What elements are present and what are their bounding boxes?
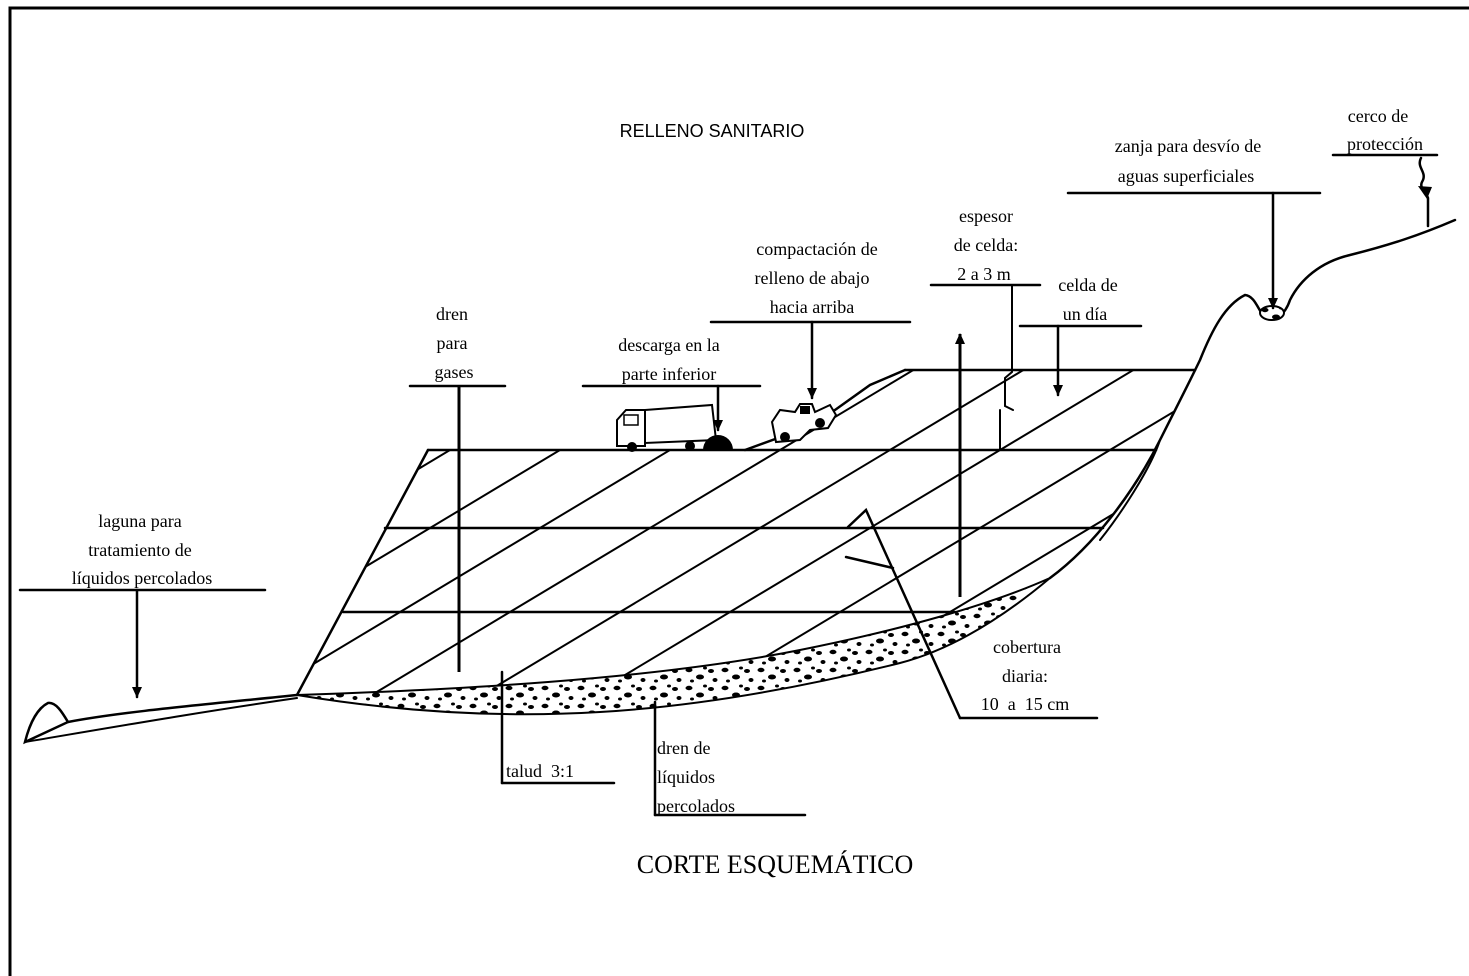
truck-wheel: [627, 442, 637, 452]
truck-dump-drum: [703, 435, 733, 450]
cell-diagonal: [769, 461, 1195, 695]
compactor-icon: [770, 403, 838, 444]
label-line: líquidos percolados: [72, 568, 212, 588]
thickness-bracket: [999, 284, 1014, 451]
label-line: hacia arriba: [770, 297, 854, 317]
diagram-title: RELLENO SANITARIO: [620, 121, 805, 141]
cell-diagonal: [297, 370, 711, 619]
ground-line-left: [66, 693, 299, 724]
label-line: cobertura: [993, 637, 1061, 657]
label-compactacion: compactación de relleno de abajo hacia a…: [709, 239, 912, 400]
label-cobertura: cobertura diaria: 10 a 15 cm: [844, 507, 1099, 720]
label-line: tratamiento de: [88, 540, 191, 560]
label-dren-gases: dren para gases: [408, 304, 507, 672]
label-line: un día: [1063, 304, 1108, 324]
label-line: laguna para: [98, 511, 181, 531]
cell-diagonal: [549, 370, 1151, 695]
label-line: para: [437, 333, 468, 353]
label-line: aguas superficiales: [1118, 166, 1254, 186]
compactor-wheel: [815, 418, 825, 428]
label-line: 10 a 15 cm: [981, 694, 1069, 714]
compactor-wheel: [780, 432, 790, 442]
cell-diagonal: [297, 370, 821, 685]
gravel-drainage-layer: [296, 577, 1051, 716]
fill-left-slope: [295, 448, 430, 697]
frame-border: [8, 6, 1469, 976]
label-line: celda de: [1058, 275, 1117, 295]
fence-pointer-head: [1418, 186, 1432, 199]
diagram-caption: CORTE ESQUEMÁTICO: [637, 850, 914, 879]
label-line: parte inferior: [622, 364, 716, 384]
label-dren-liquidos: dren de líquidos percolados: [653, 700, 807, 817]
label-zanja: zanja para desvío de aguas superficiales: [1066, 136, 1322, 310]
label-line: gases: [435, 362, 474, 382]
truck-wheel: [685, 441, 695, 451]
label-line: líquidos: [657, 767, 715, 787]
truck-window: [623, 414, 639, 426]
label-cerco: cerco de protección: [1331, 106, 1439, 228]
cell-diagonal: [439, 370, 1041, 695]
label-line: 2 a 3 m: [957, 264, 1011, 284]
label-line: protección: [1347, 134, 1423, 154]
label-line: zanja para desvío de: [1115, 136, 1261, 156]
compactor-body: [770, 403, 838, 444]
label-talud: talud 3:1: [500, 670, 616, 785]
truck-icon: [616, 403, 733, 452]
label-line: compactación de: [756, 239, 877, 259]
cell-diagonal: [297, 370, 601, 553]
compactor-cab: [800, 406, 810, 414]
label-line: cerco de: [1348, 106, 1408, 126]
label-celda: celda de un día: [1018, 275, 1143, 397]
label-line: relleno de abajo: [755, 268, 870, 288]
label-line: diaria:: [1002, 666, 1048, 686]
label-line: talud 3:1: [506, 761, 574, 781]
ground-line-left-lower: [24, 697, 298, 743]
label-line: dren: [436, 304, 468, 324]
label-line: dren de: [657, 738, 710, 758]
label-descarga: descarga en la parte inferior: [581, 335, 762, 432]
truck-body: [644, 403, 718, 445]
label-line: espesor: [959, 206, 1013, 226]
label-line: percolados: [657, 796, 735, 816]
label-espesor: espesor de celda: 2 a 3 m: [929, 206, 1042, 597]
leachate-lagoon: [23, 701, 70, 745]
label-laguna: laguna para tratamiento de líquidos perc…: [18, 511, 267, 699]
label-line: descarga en la: [618, 335, 720, 355]
cover-pointer: [844, 507, 962, 720]
label-line: de celda:: [954, 235, 1018, 255]
